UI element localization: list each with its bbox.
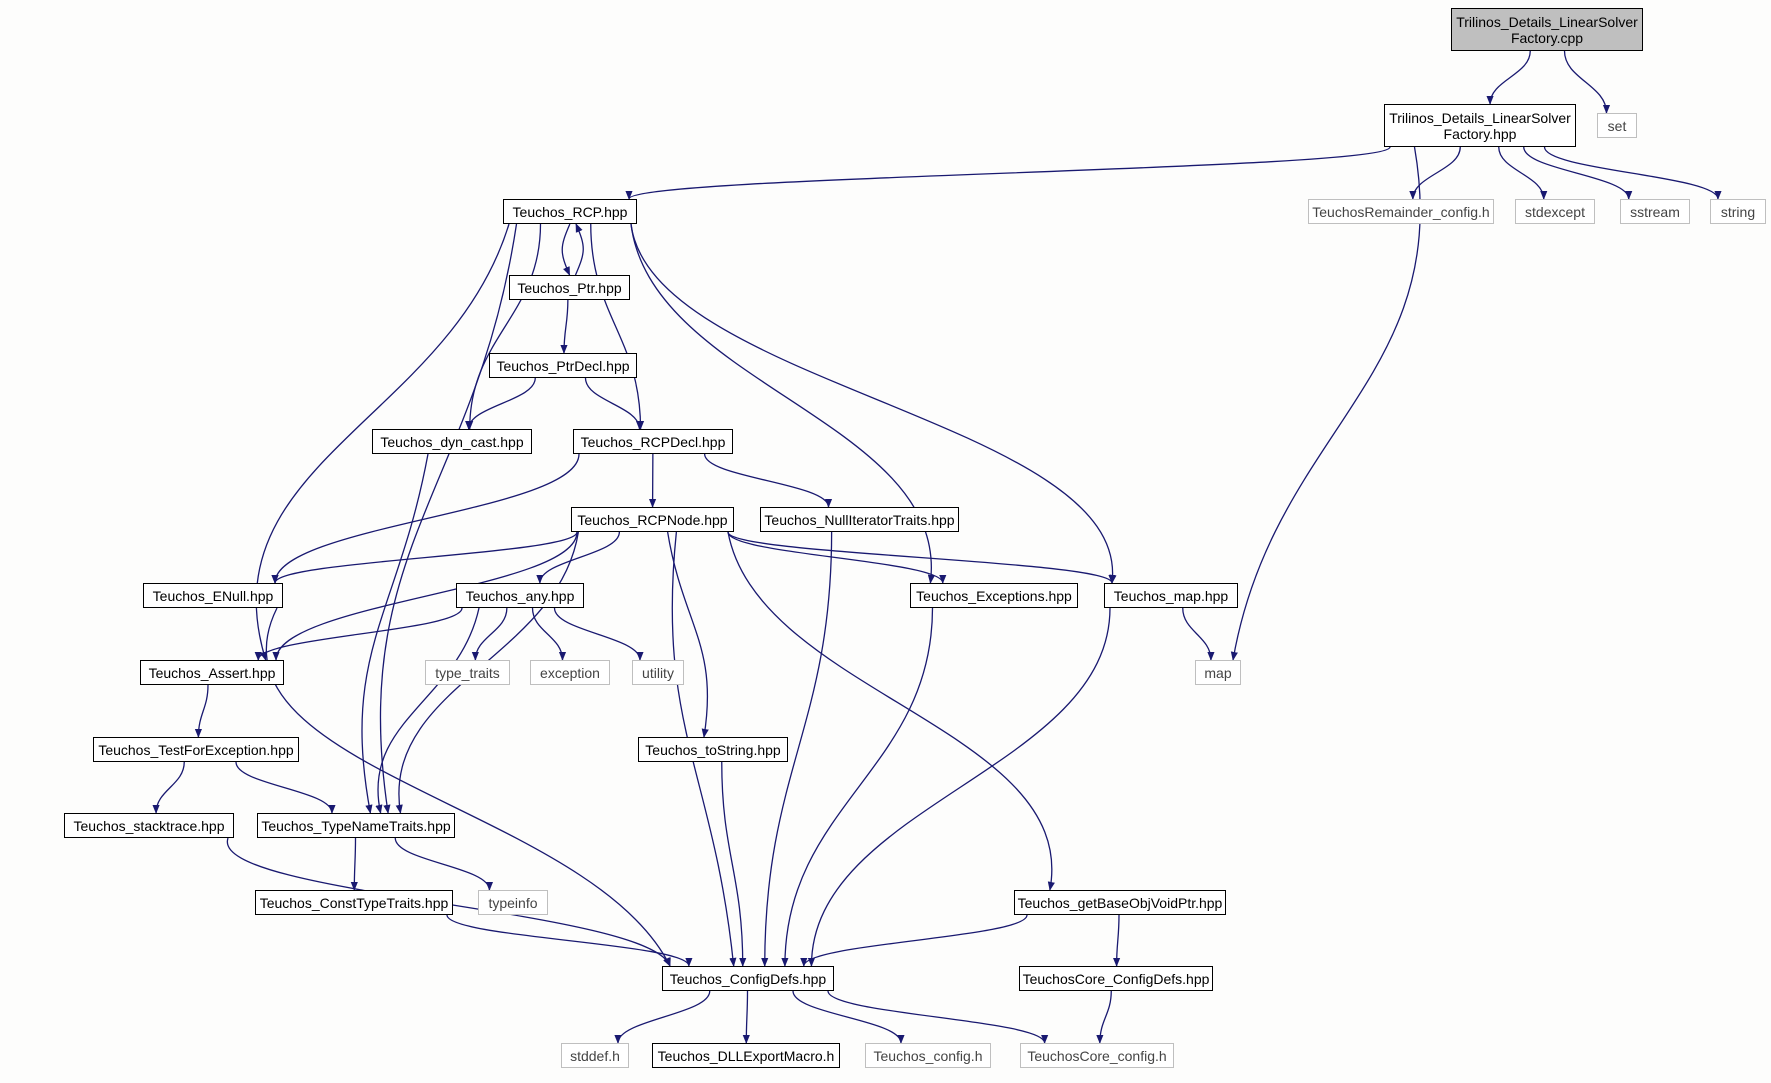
edge-n12-n17 <box>727 531 1116 584</box>
node-teuchos-consttypetraits-hpp[interactable]: Teuchos_ConstTypeTraits.hpp <box>255 890 453 915</box>
edge-n12-n15 <box>536 531 621 584</box>
edge-n31-n35 <box>1096 990 1112 1044</box>
node-stddef-h: stddef.h <box>561 1043 629 1068</box>
edge-n30-n35 <box>827 990 1049 1044</box>
edge-n3-n26 <box>379 223 518 814</box>
node-teuchos-ptrdecl-hpp[interactable]: Teuchos_PtrDecl.hpp <box>489 353 637 378</box>
edge-n12-n14 <box>271 531 578 584</box>
node-teuchos-getbaseobjvoidptr-hpp[interactable]: Teuchos_getBaseObjVoidPtr.hpp <box>1014 890 1226 915</box>
edge-n15-n19 <box>471 607 508 661</box>
edge-n1-n6 <box>1523 146 1633 200</box>
node-stdexcept: stdexcept <box>1515 199 1595 224</box>
edge-n29-n31 <box>1113 914 1121 967</box>
edge-n18-n23 <box>194 684 209 738</box>
edge-n13-n30 <box>761 531 833 967</box>
edge-n1-n5 <box>1498 146 1548 200</box>
node-teuchos-rcpdecl-hpp[interactable]: Teuchos_RCPDecl.hpp <box>573 429 733 454</box>
node-exception: exception <box>530 660 610 685</box>
node-teuchos-ptr-hpp[interactable]: Teuchos_Ptr.hpp <box>509 275 630 300</box>
edge-n1-n22 <box>1230 146 1421 661</box>
node-teuchos-map-hpp[interactable]: Teuchos_map.hpp <box>1104 583 1238 608</box>
edge-n23-n26 <box>235 761 336 814</box>
edge-n16-n30 <box>781 607 934 967</box>
edge-n26-n27 <box>350 837 358 891</box>
edge-n11-n13 <box>703 453 833 508</box>
edge-n0-n1 <box>1486 50 1531 105</box>
edge-n15-n21 <box>553 607 644 661</box>
edge-n12-n18 <box>272 531 578 661</box>
node-map: map <box>1195 660 1241 685</box>
edge-n15-n20 <box>531 607 567 661</box>
node-teuchos-rcp-hpp[interactable]: Teuchos_RCP.hpp <box>503 199 637 224</box>
node-teuchos-exceptions-hpp[interactable]: Teuchos_Exceptions.hpp <box>910 583 1078 608</box>
edge-n17-n22 <box>1182 607 1215 661</box>
edge-n3-n8 <box>561 223 571 276</box>
node-teuchos-enull-hpp[interactable]: Teuchos_ENull.hpp <box>143 583 283 608</box>
node-teuchos-dyn-cast-hpp[interactable]: Teuchos_dyn_cast.hpp <box>372 429 532 454</box>
edge-n9-n10 <box>465 377 536 430</box>
node-teuchos-dllexportmacro-h[interactable]: Teuchos_DLLExportMacro.h <box>652 1043 840 1068</box>
node-teuchos-stacktrace-hpp[interactable]: Teuchos_stacktrace.hpp <box>64 813 234 838</box>
edge-n30-n33 <box>742 990 750 1044</box>
node-teuchosremainder-config-h: TeuchosRemainder_config.h <box>1308 199 1494 224</box>
node-teuchos-config-h: Teuchos_config.h <box>865 1043 991 1068</box>
edge-n1-n3 <box>625 146 1391 200</box>
edge-n10-n26 <box>361 453 429 814</box>
node-string: string <box>1710 199 1766 224</box>
node-teuchos-configdefs-hpp[interactable]: Teuchos_ConfigDefs.hpp <box>662 966 834 991</box>
edge-n30-n32 <box>614 990 711 1044</box>
edge-n12-n16 <box>727 531 947 584</box>
node-sstream: sstream <box>1620 199 1690 224</box>
node-teuchos-rcpnode-hpp[interactable]: Teuchos_RCPNode.hpp <box>571 507 734 532</box>
edge-n0-n2 <box>1563 50 1611 114</box>
edge-n15-n18 <box>254 607 463 661</box>
edge-n24-n30 <box>721 761 747 967</box>
edge-n23-n25 <box>152 761 185 814</box>
edge-n26-n28 <box>394 837 494 891</box>
edge-n3-n17 <box>630 223 1117 584</box>
edge-n1-n7 <box>1543 146 1722 200</box>
node-type-traits: type_traits <box>425 660 510 685</box>
node-teuchos-any-hpp[interactable]: Teuchos_any.hpp <box>456 583 584 608</box>
edge-n8-n9 <box>560 299 569 354</box>
edge-n17-n30 <box>807 607 1111 967</box>
node-teuchos-testforexception-hpp[interactable]: Teuchos_TestForException.hpp <box>93 737 299 762</box>
edge-n11-n14 <box>271 453 580 584</box>
edge-n12-n29 <box>727 531 1055 891</box>
edge-n8-n3 <box>574 223 584 276</box>
node-teuchos-typenametraits-hpp[interactable]: Teuchos_TypeNameTraits.hpp <box>257 813 455 838</box>
node-teuchos-nulliteratortraits-hpp[interactable]: Teuchos_NullIteratorTraits.hpp <box>760 507 959 532</box>
edge-n1-n4 <box>1409 146 1461 200</box>
node-teuchoscore-config-h: TeuchosCore_config.h <box>1020 1043 1174 1068</box>
edge-n27-n30 <box>446 914 693 967</box>
edge-n29-n30 <box>800 914 1028 967</box>
node-teuchos-tostring-hpp[interactable]: Teuchos_toString.hpp <box>638 737 788 762</box>
edge-n15-n26 <box>375 607 480 814</box>
node-teuchoscore-configdefs-hpp[interactable]: TeuchosCore_ConfigDefs.hpp <box>1019 966 1213 991</box>
edge-n9-n11 <box>584 377 644 430</box>
node-teuchos-assert-hpp[interactable]: Teuchos_Assert.hpp <box>140 660 284 685</box>
edge-n3-n10 <box>466 223 542 430</box>
edge-n30-n34 <box>792 990 905 1044</box>
edge-n3-n11 <box>590 223 645 430</box>
node-utility: utility <box>632 660 684 685</box>
node-typeinfo: typeinfo <box>478 890 548 915</box>
node-set: set <box>1597 113 1637 138</box>
